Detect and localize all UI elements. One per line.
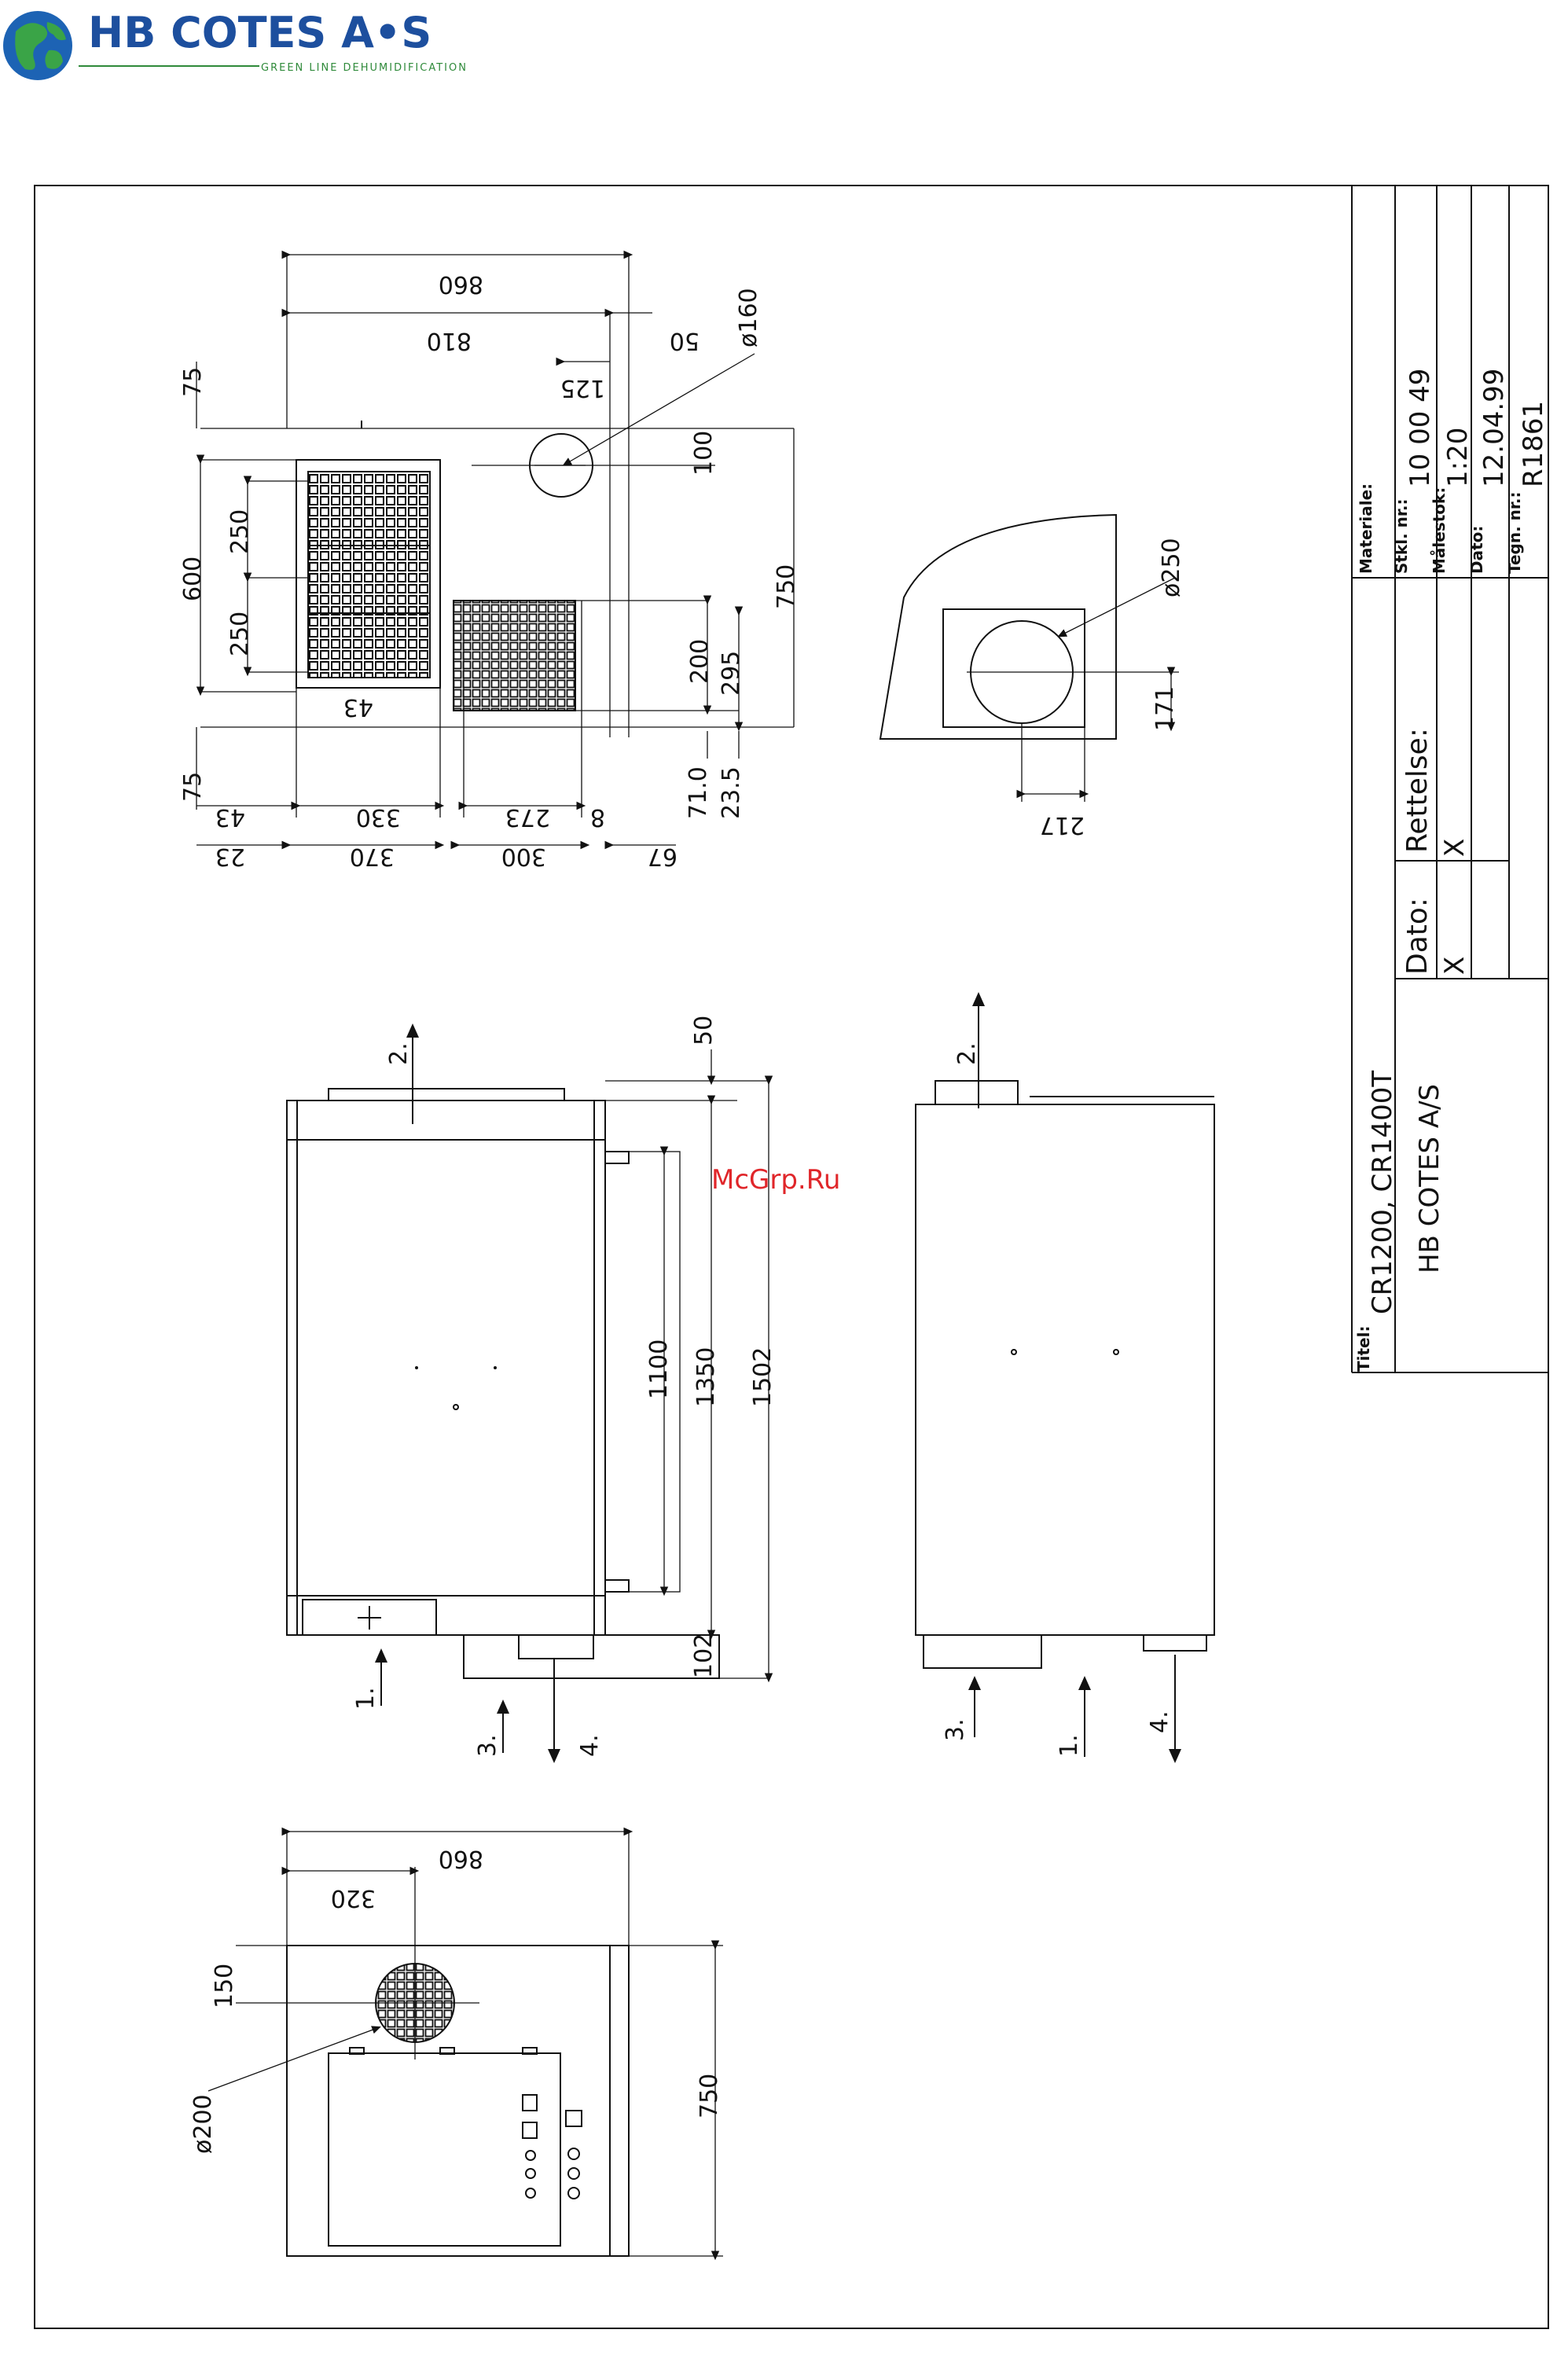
dimension-label: 23 — [215, 843, 245, 870]
dimension-label: 250 — [226, 612, 254, 656]
tegn-label: Tegn. nr.: — [1505, 491, 1524, 574]
dato-label: Dato: — [1467, 526, 1486, 574]
dimension-label: 8 — [590, 803, 605, 831]
dimension-label: 4. — [1146, 1710, 1173, 1733]
top-view: 860 810 50 125 ø160 100 75 750 600 250 — [179, 250, 800, 870]
stkl-label: Stkl. nr.: — [1392, 498, 1411, 574]
dimension-label: 43 — [215, 803, 245, 831]
dimension-label: 150 — [211, 1964, 238, 2008]
tegn-value: R1861 — [1518, 401, 1549, 487]
drawing-frame — [34, 185, 1549, 2329]
dimension-label: 1. — [1056, 1734, 1083, 1757]
dimension-label: 860 — [439, 1845, 483, 1872]
dimension-label: 75 — [179, 772, 207, 802]
dimension-label: 102 — [690, 1633, 718, 1678]
dimension-label: 217 — [1040, 811, 1085, 839]
malestok-value: 1:20 — [1442, 428, 1474, 487]
dimension-label: 75 — [179, 367, 207, 397]
bottom-view: 860 320 150 750 ø200 — [189, 1827, 723, 2261]
dimension-label: 50 — [670, 327, 700, 355]
rettelse-value: X — [1439, 839, 1471, 857]
dimension-label: 600 — [179, 557, 207, 601]
dimension-label: 250 — [226, 509, 254, 554]
company-name: HB COTES A/S — [1414, 1084, 1445, 1273]
dimension-label: 1. — [352, 1687, 380, 1710]
dimension-label: 171 — [1151, 686, 1179, 731]
dimension-label: 330 — [356, 803, 401, 831]
dimension-label: 43 — [343, 693, 373, 721]
control-meter-icon — [522, 2122, 538, 2139]
dimension-label: 23.5 — [718, 766, 745, 819]
dimension-label: ø250 — [1158, 538, 1185, 597]
side-view: 50 1100 1350 1502 102 2. 1. 3. 4. — [286, 1016, 777, 1763]
dimension-label: 4. — [576, 1734, 604, 1757]
dimension-label: 750 — [773, 564, 800, 609]
company-logo: HB COTES A•S GREEN LINE DEHUMIDIFICATION — [3, 8, 468, 80]
dimension-label: ø200 — [189, 2094, 217, 2154]
control-knob-icon — [525, 2168, 536, 2179]
globe-icon — [3, 11, 72, 80]
dimension-label: 320 — [331, 1884, 376, 1912]
materiale-label: Materiale: — [1357, 483, 1375, 574]
dimension-label: 750 — [696, 2074, 723, 2118]
title-block: Materiale: Stkl. nr.: 10 00 49 Målestok:… — [1351, 186, 1549, 1373]
titel-value: CR1200, CR1400T — [1367, 1071, 1398, 1314]
dimension-label: 67 — [648, 843, 678, 870]
dimension-label: 71.0 — [685, 766, 712, 819]
dimension-label: 300 — [501, 843, 546, 870]
dato-value: 12.04.99 — [1478, 369, 1510, 487]
dimension-label: 273 — [505, 803, 550, 831]
dimension-label: 2. — [953, 1042, 981, 1065]
dimension-label: 370 — [350, 843, 395, 870]
dimension-label: ø160 — [735, 288, 762, 347]
dimension-label: 860 — [439, 270, 483, 298]
dato2-label: Dato: — [1401, 898, 1434, 975]
dimension-label: 125 — [560, 374, 605, 402]
stkl-value: 10 00 49 — [1405, 369, 1436, 487]
dimension-label: 3. — [942, 1718, 969, 1741]
dimension-label: 810 — [427, 327, 472, 355]
dimension-label: 295 — [718, 651, 745, 696]
dimension-label: 1350 — [692, 1347, 720, 1407]
dimension-label: 2. — [385, 1042, 413, 1065]
front-view: 2. 3. 1. 4. — [915, 992, 1215, 1763]
malestok-label: Målestok: — [1430, 487, 1449, 574]
detail-view: 171 217 ø250 — [879, 513, 1185, 839]
control-knob-icon — [525, 2150, 536, 2161]
dimension-label: 3. — [474, 1734, 501, 1757]
titel-label: Titel: — [1354, 1326, 1373, 1372]
dimension-label: 50 — [690, 1016, 718, 1045]
brand-tagline: GREEN LINE DEHUMIDIFICATION — [261, 62, 468, 74]
brand-name: HB COTES A•S — [88, 8, 431, 57]
dato2-value: X — [1439, 957, 1471, 975]
control-switch-icon — [522, 2094, 538, 2111]
dimension-label: 100 — [690, 431, 718, 476]
dimension-label: 1100 — [645, 1339, 673, 1399]
rettelse-label: Rettelse: — [1401, 728, 1434, 853]
dimension-label: 200 — [686, 639, 714, 684]
control-knob-icon — [525, 2188, 536, 2199]
dimension-label: 1502 — [749, 1347, 777, 1407]
watermark: McGrp.Ru — [711, 1164, 840, 1196]
